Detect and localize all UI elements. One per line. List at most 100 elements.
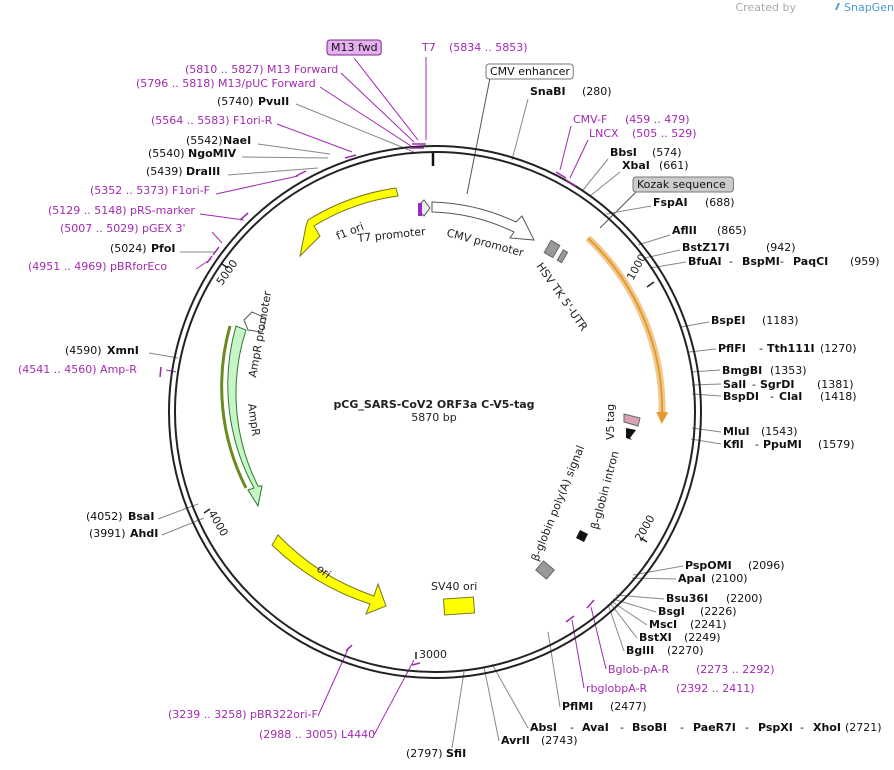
site-label: MscI(2241)	[649, 618, 727, 631]
bglobin-polya-label: β-globin poly(A) signal	[529, 444, 587, 564]
site-label: BmgBI(1353)	[722, 364, 807, 377]
primer-text: (2273 .. 2292)	[696, 663, 775, 676]
label-text: (5740)	[217, 95, 254, 108]
site-label: CMV-F(459 .. 479)	[573, 113, 690, 126]
leader-line	[559, 125, 572, 171]
primer-mark	[586, 599, 595, 609]
bglobin-intron-label: β-globin intron	[588, 450, 621, 531]
enzyme-name: DraIII	[186, 165, 220, 178]
leader-line	[631, 577, 677, 580]
leader-line	[257, 143, 331, 155]
label-text: -	[570, 721, 574, 734]
tick-label: 5000	[214, 257, 241, 287]
leader-line	[227, 167, 319, 176]
leader-line	[340, 72, 415, 143]
sv40-small-block	[535, 560, 555, 580]
scale-ticks: 1000 2000 3000 4000 5000	[203, 252, 658, 661]
leader-line	[691, 383, 722, 386]
enzyme-name: BmgBI	[722, 364, 762, 377]
site-label: (5564 .. 5583) F1ori-R	[151, 114, 273, 127]
primer-mark	[295, 170, 307, 177]
primer-mark	[206, 255, 213, 264]
enzyme-name: PaeR7I	[693, 721, 736, 734]
v5-tag-block	[623, 413, 641, 427]
m13-primer-block	[418, 203, 422, 216]
backbone-outer	[168, 145, 702, 679]
enzyme-name: BstZ17I	[682, 241, 730, 254]
leader-line	[649, 261, 687, 269]
leader-line	[637, 234, 671, 246]
site-label: BglII(2270)	[626, 644, 704, 657]
site-label: (5439)DraIII	[146, 165, 220, 178]
enzyme-name: FspAI	[653, 196, 688, 209]
ampr-label: AmpR	[245, 403, 262, 438]
leader-line	[610, 600, 648, 626]
leader-line	[582, 158, 609, 191]
credit-prefix: Created by	[735, 1, 796, 14]
leader-line	[491, 663, 529, 729]
site-label: BbsI(574)	[610, 146, 682, 159]
primer-marks	[159, 143, 595, 666]
primer-text: LNCX	[589, 127, 619, 140]
site-label: (5540)NgoMIV	[148, 147, 237, 160]
label-text: (1418)	[820, 390, 857, 403]
label-text: (5540)	[148, 147, 185, 160]
site-label: (4541 .. 4560) Amp-R	[18, 363, 137, 376]
leader-line	[691, 427, 722, 433]
bglobin-intron-marker	[626, 428, 636, 440]
site-label: (5810 .. 5827) M13 Forward	[185, 63, 338, 76]
snapgene-credit: Created by SnapGene	[735, 1, 894, 14]
site-label: (5796 .. 5818) M13/pUC Forward	[136, 77, 316, 90]
label-text: (959)	[850, 255, 880, 268]
leader-line	[373, 659, 415, 736]
primer-text: (2988 .. 3005) L4440	[259, 728, 375, 741]
backbone-inner	[174, 151, 696, 673]
enzyme-name: SnaBI	[530, 85, 566, 98]
hsv-tk-block	[543, 239, 561, 259]
label-text: -	[755, 438, 759, 451]
ori-arrow	[271, 534, 387, 615]
label-text: (865)	[717, 224, 747, 237]
label-text: (2477)	[610, 700, 647, 713]
primer-text: (5810 .. 5827) M13 Forward	[185, 63, 338, 76]
label-text: (5542)	[186, 134, 223, 147]
site-label: BsgI(2226)	[658, 605, 737, 618]
label-text: (5024)	[110, 242, 147, 255]
bglobin-polya-marker	[576, 530, 588, 542]
enzyme-name: PfoI	[151, 242, 176, 255]
label-text: (2249)	[684, 631, 721, 644]
site-label: (4052)BsaI	[86, 510, 154, 523]
leader-line	[615, 594, 665, 600]
leader-line	[569, 139, 589, 179]
site-label: (5007 .. 5029) pGEX 3'	[60, 222, 186, 235]
site-label: BstXI (2249)	[639, 631, 721, 644]
label-text: (5439)	[146, 165, 183, 178]
primer-mark	[565, 615, 575, 623]
label-box	[326, 39, 382, 56]
label-text: (1381)	[817, 378, 854, 391]
leader-line	[632, 565, 684, 576]
site-label: AvrII(2743)	[501, 734, 578, 747]
site-label: CMV enhancer	[485, 63, 574, 80]
leader-line	[165, 369, 177, 373]
label-box	[485, 63, 574, 80]
primer-text: rbglobpA-R	[586, 682, 647, 695]
enzyme-name: NgoMIV	[188, 147, 237, 160]
site-label: (5352 .. 5373) F1ori-F	[90, 184, 210, 197]
enzyme-name: XhoI	[813, 721, 841, 734]
enzyme-name: PpuMI	[763, 438, 802, 451]
leader-line	[148, 352, 179, 359]
label-text: (2100)	[711, 572, 748, 585]
enzyme-name: Bsu36I	[666, 592, 708, 605]
label-text: (2797)	[406, 747, 443, 760]
enzyme-name: ClaI	[779, 390, 802, 403]
enzyme-name: BstXI	[639, 631, 672, 644]
site-label: ApaI(2100)	[678, 572, 748, 585]
primer-text: (5564 .. 5583) F1ori-R	[151, 114, 273, 127]
tick-label: 3000	[419, 648, 447, 661]
site-label: AbsI-AvaI-BsoBI-PaeR7I-PspXI-XhoI(2721)	[530, 721, 882, 734]
enzyme-name: AflII	[672, 224, 697, 237]
label-text: (1543)	[761, 425, 798, 438]
site-label: BspDI-ClaI(1418)	[723, 390, 857, 403]
tick-label: 1000	[624, 252, 649, 283]
